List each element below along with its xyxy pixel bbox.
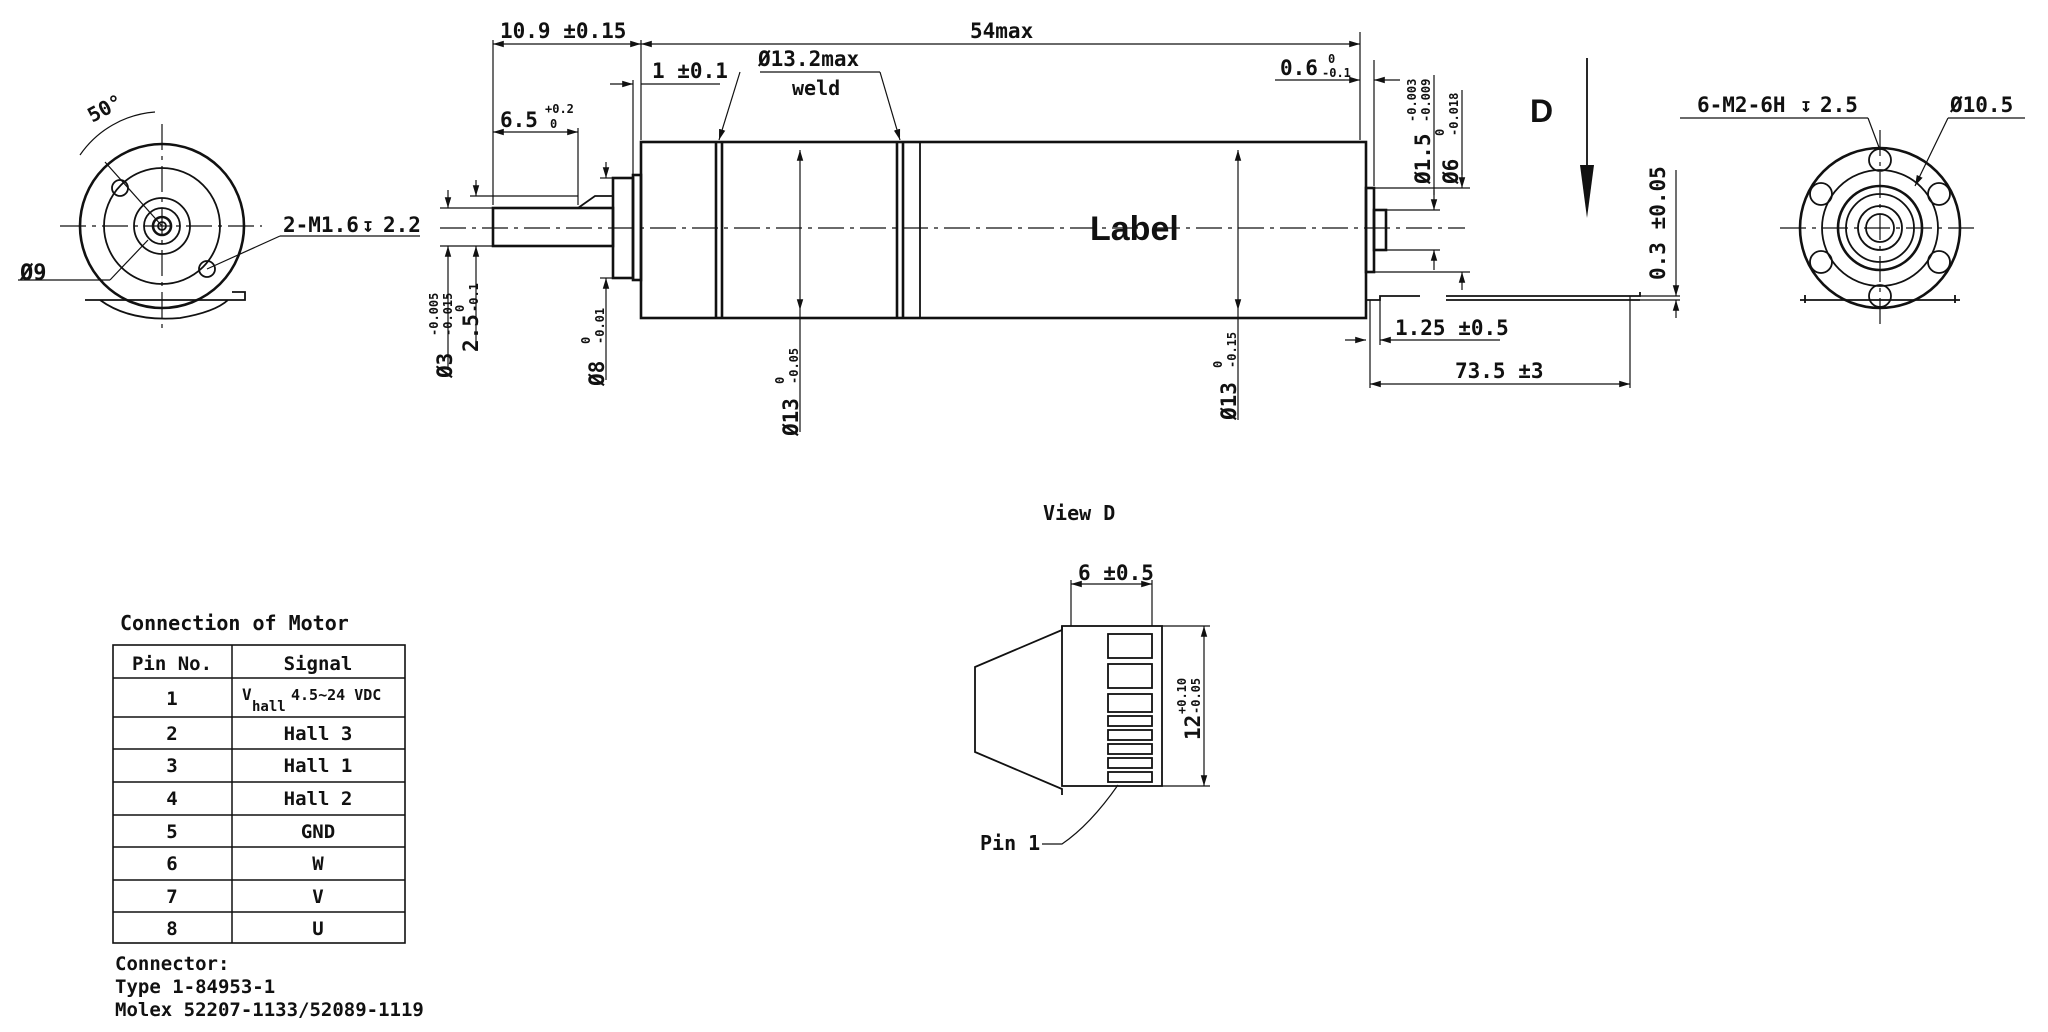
table-cell-signal: Hall 3	[284, 723, 353, 745]
connector-type: Type 1-84953-1	[115, 976, 275, 998]
dim-shaft-dia-tol-upper: -0.005	[427, 293, 441, 336]
dim-body-dia-front-tol-lower: -0.05	[787, 348, 801, 384]
motor-side-view	[440, 140, 1641, 388]
front-end-view	[18, 111, 420, 328]
rear-mount-hole	[1809, 250, 1833, 274]
body-label-text: Label	[1090, 210, 1179, 248]
dim-body-dia-front: Ø13	[779, 398, 803, 437]
rear-end-view	[1680, 117, 2025, 330]
dim-rear-offset-tol-upper: 0	[1328, 52, 1335, 66]
rear-shaft	[1372, 208, 1388, 252]
view-d-title: View D	[1043, 501, 1115, 525]
table-cell-pin: 8	[166, 918, 177, 940]
dim-body-dia-rear: Ø13	[1217, 382, 1241, 421]
rear-mount-hole	[1927, 182, 1951, 206]
dim-flat: 2.5	[459, 314, 483, 352]
dim-rear-boss-tol-lower: -0.018	[1447, 93, 1461, 136]
front-mount-hole	[111, 179, 129, 197]
dim-rear-offset-tol-lower: -0.1	[1322, 66, 1351, 80]
front-thread-label: 2-M1.6	[283, 213, 359, 237]
dim-flat-length-tol-lower: 0	[550, 117, 557, 131]
dim-flat-tol-lower: -0.1	[467, 283, 481, 312]
dim-rear-shaft-dia: Ø1.5	[1411, 133, 1435, 185]
table-cell-signal: Hall 1	[284, 755, 353, 777]
view-d-connector	[974, 625, 1163, 795]
vhall-sub: hall	[252, 699, 286, 715]
view-d-pitch: 6 ±0.5	[1078, 561, 1154, 585]
table-cell-signal: V	[312, 886, 323, 908]
motor-shaft	[491, 206, 615, 248]
dim-body-dia-rear-tol-lower: -0.15	[1225, 332, 1239, 368]
depth-symbol-icon: ↧	[362, 213, 374, 237]
dim-flange-thickness: 1 ±0.1	[652, 59, 728, 83]
dim-shaft-dia: Ø3	[433, 353, 457, 379]
table-cell-signal: GND	[301, 821, 335, 843]
dim-flat-length: 6.5	[500, 108, 538, 132]
dim-boss-dia: Ø8	[585, 361, 609, 387]
dim-body-dia-front-tol-upper: 0	[773, 377, 787, 384]
table-cell-pin: 7	[166, 886, 177, 908]
connector-heading: Connector:	[115, 953, 229, 975]
view-d-width: 12	[1181, 715, 1205, 740]
dim-flat-length-tol-upper: +0.2	[545, 102, 574, 116]
front-dia-label: Ø9	[19, 261, 47, 286]
rear-mount-hole	[1927, 250, 1951, 274]
dim-fpc-length: 73.5 ±3	[1455, 359, 1544, 383]
pin-1-contact	[1107, 771, 1153, 783]
rear-pcd-label: Ø10.5	[1949, 93, 2013, 117]
motor-body	[639, 140, 1368, 320]
dim-body-dia-rear-tol-upper: 0	[1211, 361, 1225, 368]
vhall-range: 4.5∼24 VDC	[291, 686, 381, 704]
table-cell-pin: 5	[166, 821, 177, 843]
vhall-main: V	[242, 685, 252, 704]
rear-thread-depth: 2.5	[1820, 93, 1858, 117]
connection-table	[112, 644, 406, 944]
pin1-label: Pin 1	[980, 831, 1040, 855]
dim-boss-dia-tol-upper: 0	[579, 337, 593, 344]
connection-table-title: Connection of Motor	[120, 611, 349, 635]
weld-dia-label: Ø13.2max	[757, 47, 860, 71]
rear-mount-hole	[1809, 182, 1833, 206]
table-cell-pin: 4	[166, 788, 177, 810]
table-cell-pin: 6	[166, 853, 177, 875]
table-cell-pin: 3	[166, 755, 177, 777]
table-header-pin: Pin No.	[132, 653, 212, 675]
dim-fpc-thickness: 0.3 ±0.05	[1646, 166, 1670, 280]
table-cell-signal: Hall 2	[284, 788, 353, 810]
view-arrow-label: D	[1530, 93, 1553, 129]
dim-rear-shaft-tol-upper: -0.003	[1405, 79, 1419, 122]
dim-rear-offset: 0.6	[1280, 56, 1318, 80]
dim-rear-boss-tol-upper: 0	[1433, 129, 1447, 136]
weld-label: weld	[792, 76, 840, 100]
dim-fpc-offset: 1.25 ±0.5	[1395, 316, 1509, 340]
front-thread-depth: 2.2	[383, 213, 421, 237]
front-mount-hole	[198, 260, 216, 278]
table-cell-signal: U	[312, 918, 323, 940]
table-cell-pin: 1	[166, 688, 177, 710]
depth-symbol-icon: ↧	[1800, 93, 1812, 117]
table-header-signal: Signal	[284, 653, 353, 675]
dim-shaft-dia-tol-lower: -0.015	[441, 293, 455, 336]
dim-shaft-protrusion: 10.9 ±0.15	[500, 19, 626, 43]
view-d-width-tol-upper: +0.10	[1175, 678, 1189, 714]
dim-overall-length: 54max	[970, 19, 1034, 43]
connector-molex: Molex 52207-1133/52089-1119	[115, 999, 424, 1021]
table-cell-pin: 2	[166, 723, 177, 745]
dim-rear-shaft-tol-lower: -0.009	[1419, 79, 1433, 122]
dim-rear-boss-dia: Ø6	[1439, 159, 1463, 185]
dim-flat-tol-upper: 0	[453, 305, 467, 312]
table-cell-signal: W	[312, 853, 324, 875]
view-d-width-tol-lower: -0.05	[1189, 678, 1203, 714]
view-arrow-icon	[1580, 165, 1594, 218]
rear-thread-label: 6-M2-6H	[1697, 93, 1786, 117]
dim-boss-dia-tol-lower: -0.01	[593, 308, 607, 344]
